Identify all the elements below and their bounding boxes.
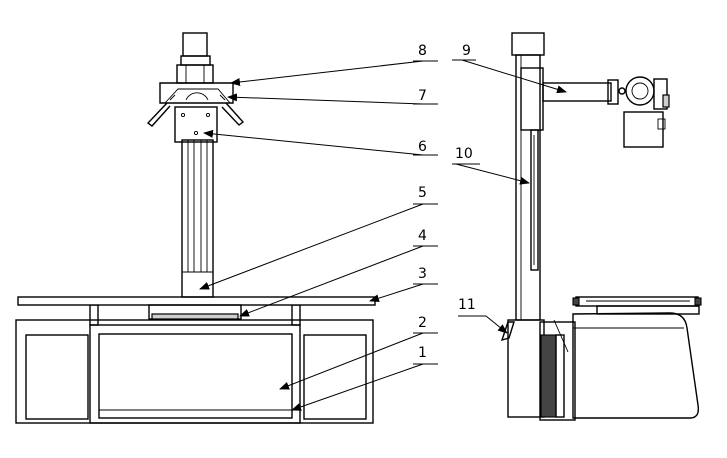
callout-9: 9	[462, 43, 471, 59]
column-cap	[511, 32, 545, 56]
table-top	[17, 296, 376, 306]
callout-5: 5	[418, 185, 427, 201]
leader-11b	[485, 315, 508, 334]
bucky-tray	[148, 304, 242, 320]
base-frame	[15, 304, 374, 424]
leader-9	[461, 59, 567, 94]
leader-lines	[199, 59, 567, 411]
callout-6: 6	[418, 139, 427, 155]
callout-7: 7	[418, 88, 427, 104]
side-base	[507, 312, 700, 421]
leader-3	[369, 283, 424, 303]
leader-7	[227, 93, 424, 105]
leader-1	[291, 363, 424, 411]
callout-4: 4	[418, 228, 427, 244]
callout-8: 8	[418, 43, 427, 59]
leader-4	[239, 245, 424, 317]
callout-11: 11	[458, 297, 476, 313]
front-column	[181, 139, 214, 298]
leader-6	[203, 129, 424, 156]
callout-1: 1	[418, 345, 427, 361]
leader-5	[199, 203, 424, 290]
side-table	[572, 296, 702, 315]
horizontal-arm	[542, 79, 619, 105]
callout-10: 10	[455, 146, 473, 162]
foot-switch	[500, 321, 515, 342]
side-column	[515, 54, 541, 321]
side-tube-head	[618, 76, 670, 148]
leader-8	[230, 60, 424, 86]
front-view	[15, 32, 376, 424]
callout-labels: 1 2 3 4 5 6 7 8 9 10 11	[418, 43, 476, 361]
carriage-block	[174, 106, 218, 143]
callout-3: 3	[418, 266, 427, 282]
leader-2	[279, 332, 424, 390]
callout-2: 2	[418, 315, 427, 331]
leader-10	[455, 163, 530, 185]
tube-head	[176, 32, 214, 84]
side-view	[500, 32, 702, 421]
collimator	[146, 82, 245, 127]
